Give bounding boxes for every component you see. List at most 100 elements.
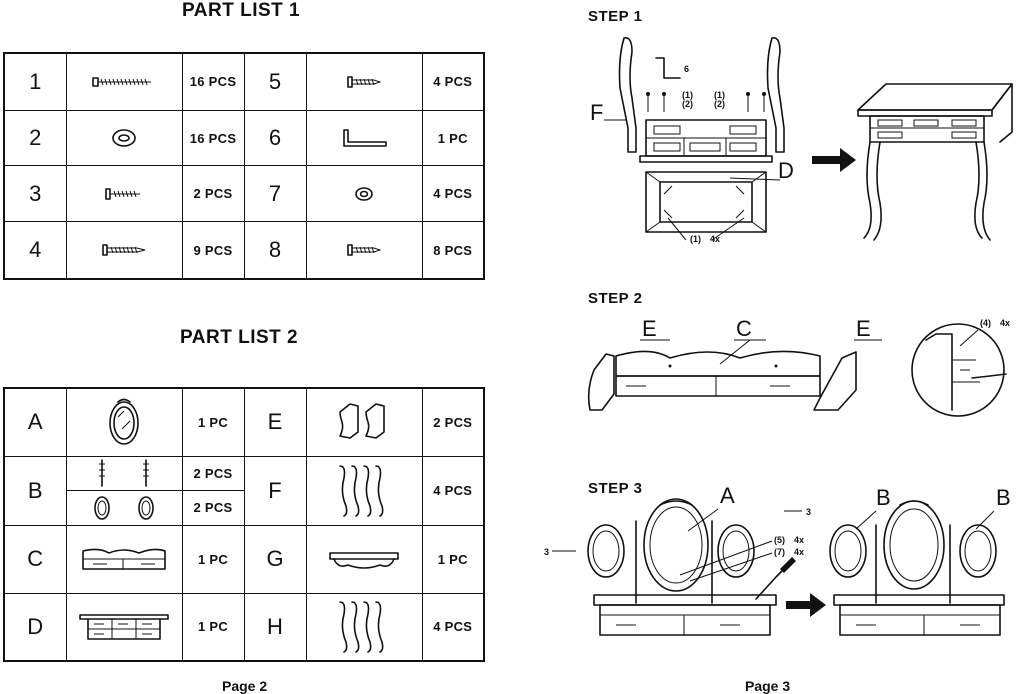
step-1-title: STEP 1 [588, 8, 643, 25]
part-qty: 4 PCS [421, 592, 485, 662]
part-letter: B [3, 455, 67, 526]
apron-board-icon [329, 552, 399, 569]
small-mirror-icon [94, 495, 154, 520]
table-row: C 1 PC G 1 PC [3, 524, 485, 594]
table-row: 1 16 PCS 5 4 PCS [3, 52, 485, 111]
part-qty: 2 PCS 2 PCS [181, 455, 245, 526]
label-f: F [590, 100, 603, 125]
screws [646, 92, 766, 112]
part-qty: 1 PC [181, 387, 245, 457]
part-image [65, 524, 183, 594]
small-washer-icon [355, 187, 373, 201]
label-2: (2) [682, 99, 693, 109]
label-7: (7) [774, 547, 785, 557]
arrow-right-icon [786, 593, 826, 617]
screwdriver-icon [755, 570, 783, 600]
part-qty: 4 PCS [421, 455, 485, 526]
part-list-2-table: A 1 PC E 2 PCS B 2 PCS 2 PCS F 4 PCS [3, 387, 485, 662]
label-c: C [736, 316, 752, 341]
mirror-set-left [587, 498, 777, 636]
part-letter: F [243, 455, 307, 526]
part-letter: E [243, 387, 307, 457]
part-image [305, 524, 423, 594]
step-2-diagram: E C E (4) 4x [587, 316, 1010, 417]
part-qty: 1 PC [421, 524, 485, 594]
page-number-right: Page 3 [745, 678, 791, 694]
part-image [305, 455, 423, 526]
part-qty-top: 2 PCS [193, 465, 233, 481]
table-row: 4 9 PCS 8 8 PCS [3, 221, 485, 280]
part-letter: C [3, 524, 67, 594]
drawer-shelf-icon [82, 548, 166, 570]
leg-left [618, 36, 637, 153]
step-3-diagram: 3 A 3 (5) 4x (7) 4x B B [544, 485, 1011, 636]
frame-bottom [645, 171, 767, 233]
part-image [305, 221, 423, 280]
part-number: 7 [243, 165, 307, 223]
leg-right [766, 36, 785, 153]
part-qty: 8 PCS [421, 221, 485, 280]
mirror-post-icon [99, 459, 149, 488]
table-row: 3 2 PCS 7 4 PCS [3, 165, 485, 223]
part-image [305, 165, 423, 223]
assembled-table [857, 83, 1013, 241]
step-1-diagram: F 6 (1) (2) (1) (2) D (1) 4x [590, 36, 1013, 244]
part-number: 2 [3, 109, 67, 167]
table-row: B 2 PCS 2 PCS F 4 PCS [3, 455, 485, 526]
page-number-left: Page 2 [222, 678, 268, 694]
stool-leg-icon [339, 600, 384, 653]
part-list-1-title: PART LIST 1 [182, 0, 301, 21]
label-e-left: E [642, 316, 657, 341]
label-3-right: 3 [806, 507, 811, 517]
label-4x: 4x [710, 234, 720, 244]
part-qty: 16 PCS [181, 109, 245, 167]
part-qty: 4 PCS [421, 52, 485, 111]
arrow-right-icon [812, 148, 856, 172]
part-image [305, 52, 423, 111]
label-4-4x: 4x [1000, 318, 1010, 328]
part-image [65, 52, 183, 111]
part-number: 4 [3, 221, 67, 280]
label-6: 6 [684, 64, 689, 74]
part-number: 5 [243, 52, 307, 111]
wood-screw-icon [347, 244, 382, 257]
detail-circle [911, 323, 1007, 417]
pointed-screw-icon [102, 244, 146, 257]
part-image [65, 387, 183, 457]
label-d: D [778, 158, 794, 183]
part-qty: 4 PCS [421, 165, 485, 223]
label-5-4x: 4x [794, 535, 804, 545]
label-2b: (2) [714, 99, 725, 109]
table-row: 2 16 PCS 6 1 PC [3, 109, 485, 167]
part-qty: 2 PCS [421, 387, 485, 457]
part-image [65, 109, 183, 167]
step-3-title: STEP 3 [588, 480, 643, 497]
long-screw-icon [92, 76, 151, 87]
allen-key-icon [343, 129, 387, 147]
part-image [305, 109, 423, 167]
wood-screw-icon [347, 75, 382, 88]
label-5: (5) [774, 535, 785, 545]
table-row: D 1 PC H 4 PCS [3, 592, 485, 662]
table-top-icon [79, 613, 169, 640]
part-image [65, 455, 183, 526]
label-a: A [720, 485, 735, 508]
short-bolt-icon [105, 188, 140, 200]
part-image [305, 592, 423, 662]
part-image [65, 221, 183, 280]
label-e-right: E [856, 316, 871, 341]
part-qty: 9 PCS [181, 221, 245, 280]
oval-mirror-icon [109, 398, 139, 446]
table-leg-icon [339, 464, 384, 517]
table-row: A 1 PC E 2 PCS [3, 387, 485, 457]
part-list-1-table: 1 16 PCS 5 4 PCS 2 16 PCS 6 1 PC 3 2 PCS… [3, 52, 485, 280]
part-number: 1 [3, 52, 67, 111]
label-1b: (1) [714, 90, 725, 100]
part-image [305, 387, 423, 457]
part-number: 6 [243, 109, 307, 167]
step-2-title: STEP 2 [588, 290, 643, 307]
label-7-4x: 4x [794, 547, 804, 557]
label-b-left: B [876, 485, 891, 510]
side-panel-icon [339, 403, 385, 440]
part-qty: 1 PC [181, 524, 245, 594]
